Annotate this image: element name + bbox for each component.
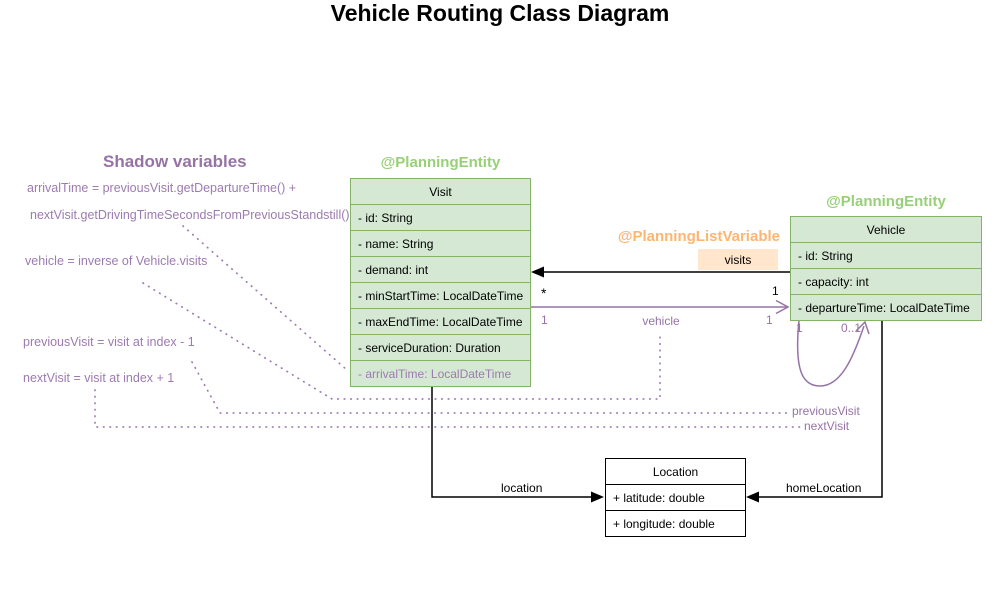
visit-planning-entity-annotation: @PlanningEntity [380, 154, 501, 171]
vehicle-attr-id: - id: String [791, 242, 981, 268]
home-location-edge-label: homeLocation [786, 481, 862, 495]
home-location-edge [746, 320, 883, 503]
vehicle-edge [530, 299, 790, 315]
vehicle-planning-entity-annotation: @PlanningEntity [826, 193, 946, 210]
visit-class: Visit - id: String - name: String - dema… [350, 178, 531, 387]
location-edge-label: location [501, 481, 543, 495]
location-class: Location + latitude: double + longitude:… [605, 458, 746, 537]
loop-arrowhead [855, 320, 870, 335]
vehicle-edge-mult-left: 1 [541, 313, 548, 327]
shadow-line-vehicle: vehicle = inverse of Vehicle.visits [25, 254, 208, 268]
visit-attr-demand: - demand: int [351, 256, 530, 282]
vehicle-edge-mult-right: 1 [766, 313, 773, 327]
visits-mult-star: * [541, 285, 547, 301]
loop-mult-one: 1 [796, 321, 803, 335]
location-edge-arrowhead [591, 491, 604, 503]
vehicle-edge-label: vehicle [642, 314, 680, 328]
visit-attr-minstarttime: - minStartTime: LocalDateTime [351, 282, 530, 308]
loop-mult-zero-one: 0..1 [841, 321, 862, 335]
visit-attr-arrivaltime: - arrivalTime: LocalDateTime [351, 360, 530, 386]
planning-list-variable-annotation: @PlanningListVariable [617, 228, 780, 245]
visit-attr-serviceduration: - serviceDuration: Duration [351, 334, 530, 360]
visits-edge-arrowhead [531, 266, 544, 278]
visits-edge [531, 266, 790, 278]
next-visit-label: nextVisit [804, 419, 850, 433]
shadow-line-arrivaltime-cont: nextVisit.getDrivingTimeSecondsFromPrevi… [30, 208, 350, 222]
visit-chain-loop-edge [796, 319, 870, 387]
vehicle-class: Vehicle - id: String - capacity: int - d… [790, 216, 982, 321]
shadow-link-vehicle [142, 282, 661, 400]
visit-attr-id: - id: String [351, 204, 530, 230]
shadow-link-arrivaltime [182, 225, 348, 371]
shadow-variables-heading: Shadow variables [103, 152, 247, 171]
visit-class-name: Visit [429, 184, 452, 199]
home-location-edge-arrowhead [746, 491, 759, 503]
shadow-line-nextvisit: nextVisit = visit at index + 1 [23, 371, 175, 385]
vehicle-attr-departuretime: - departureTime: LocalDateTime [791, 294, 981, 320]
visits-mult-one: 1 [772, 284, 779, 298]
visits-edge-label: visits [698, 249, 778, 270]
location-class-name: Location [652, 464, 699, 479]
shadow-link-previousvisit [191, 361, 789, 414]
vehicle-class-name: Vehicle [866, 222, 906, 237]
visit-attr-maxendtime: - maxEndTime: LocalDateTime [351, 308, 530, 334]
location-edge [431, 386, 604, 503]
shadow-line-previousvisit: previousVisit = visit at index - 1 [23, 335, 195, 349]
shadow-link-nextvisit [94, 389, 801, 428]
shadow-links [94, 225, 801, 428]
shadow-line-arrivaltime: arrivalTime = previousVisit.getDeparture… [27, 181, 297, 195]
page-title: Vehicle Routing Class Diagram [330, 0, 670, 26]
vehicle-edge-arrowhead [775, 299, 790, 315]
previous-visit-label: previousVisit [792, 404, 860, 418]
visit-attr-name: - name: String [351, 230, 530, 256]
location-attr-longitude: + longitude: double [606, 510, 745, 536]
location-attr-latitude: + latitude: double [606, 484, 745, 510]
vehicle-attr-capacity: - capacity: int [791, 268, 981, 294]
